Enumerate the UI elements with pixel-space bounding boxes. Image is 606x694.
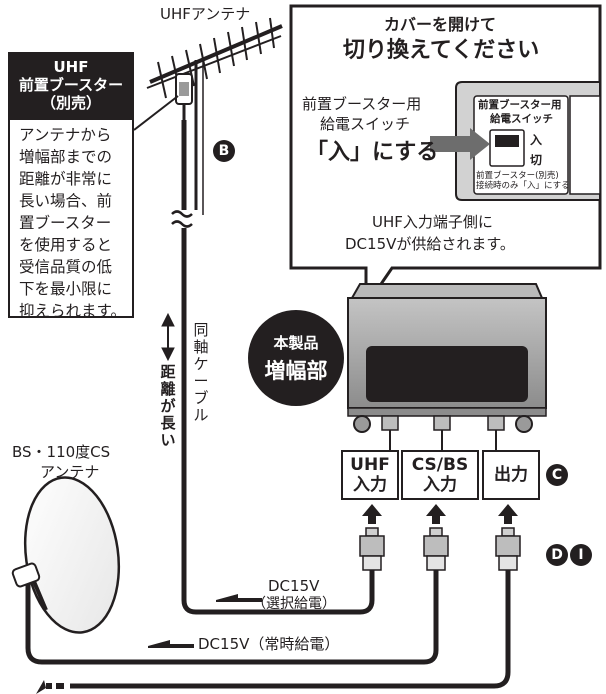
unit-badge-line2: 増幅部 (264, 359, 328, 383)
uhf-coax-cable (181, 120, 375, 615)
cable-break-mark (170, 210, 198, 228)
distance-label: 距離が長い (160, 363, 176, 449)
distance-arrow (161, 312, 175, 362)
panel-on-label: 入 (530, 133, 543, 147)
marker-i: I (570, 544, 592, 566)
booster-note: アンテナから 増幅部までの 距離が非常に 長い場合、前 置ブースター を使用する… (8, 120, 134, 320)
panel-title-line1: 前置ブースター用 (478, 99, 562, 111)
dc-selective-line1: DC15V (268, 577, 320, 595)
port-uhf-input: UHF 入力 (341, 450, 399, 500)
bs-cs-dish-graphic (11, 476, 121, 645)
uhf-antenna-graphic (146, 17, 283, 215)
dc-selective-line2: （選択給電） (252, 596, 336, 612)
switch-action: 「入」にする (306, 140, 439, 165)
booster-title: UHF 前置ブースター （別売） (8, 52, 134, 120)
output-cable-end (36, 680, 64, 694)
bs-antenna-line1: BS・110度CS (12, 443, 111, 461)
marker-c: C (546, 464, 568, 486)
switch-label-line1: 前置ブースター用 (302, 95, 422, 113)
panel-note-line1: 前置ブースター(別売) (476, 171, 559, 181)
unit-badge-line1: 本製品 (273, 334, 319, 352)
booster-device-graphic (175, 73, 193, 120)
booster-title-line1: UHF (53, 58, 89, 76)
booster-title-line3: （別売） (40, 94, 101, 112)
supply-line2: DC15Vが供給されます。 (345, 235, 515, 253)
supply-line1: UHF入力端子側に (372, 213, 493, 231)
panel-note-line2: 接続時のみ「入」にする (476, 181, 570, 191)
port-output: 出力 (482, 450, 540, 500)
dc-constant-arrow (148, 640, 194, 648)
marker-b: B (213, 140, 235, 162)
panel-off-label: 切 (530, 153, 543, 167)
bs-antenna-line2: アンテナ (40, 463, 100, 481)
port-leader-lines (389, 430, 497, 450)
connector-arrows (362, 504, 518, 524)
port-csbs-input: CS/BS 入力 (401, 450, 479, 500)
f-connectors (359, 527, 521, 571)
panel-title-line2: 給電スイッチ (490, 113, 553, 125)
booster-pointer (133, 95, 179, 131)
uhf-antenna-label: UHFアンテナ (160, 5, 251, 23)
switch-pointer-arrow (430, 128, 490, 160)
dc-constant-label: DC15V（常時給電） (198, 635, 340, 653)
switch-label-line2: 給電スイッチ (320, 115, 411, 133)
dc-selective-arrow (216, 594, 262, 602)
switch-panel-graphic (455, 81, 601, 201)
output-cable (70, 570, 511, 689)
bs-coax-cable (25, 570, 439, 665)
amplifier-unit-graphic (347, 283, 547, 433)
marker-d: D (546, 544, 568, 566)
unit-badge: 本製品 増幅部 (248, 310, 344, 406)
coax-cable-label: 同軸ケーブル (193, 321, 209, 424)
booster-title-line2: 前置ブースター (18, 76, 124, 94)
callout-title-line2: 切り換えてください (343, 38, 540, 63)
callout-title-line1: カバーを開けて (384, 15, 497, 34)
